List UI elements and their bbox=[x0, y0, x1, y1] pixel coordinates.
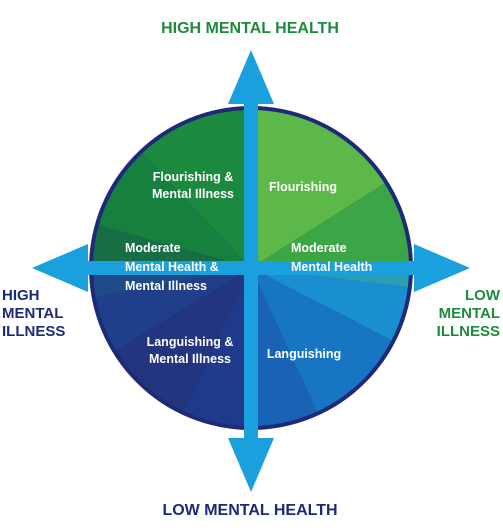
sector-lr-3 bbox=[251, 268, 409, 426]
axis-label-bottom: LOW MENTAL HEALTH bbox=[162, 502, 337, 519]
axis-label-right-line: LOW bbox=[465, 287, 501, 304]
quadrant-label-languishing-mental-illness: Languishing & Mental Illness bbox=[147, 335, 234, 366]
axis-label-right-line: MENTAL bbox=[439, 305, 500, 322]
quadrant-label-line: Languishing bbox=[267, 347, 341, 361]
sector-ul-3 bbox=[93, 220, 251, 268]
axis-label-right: LOW MENTAL ILLNESS bbox=[437, 287, 501, 340]
continuum-circle bbox=[89, 106, 413, 430]
quadrant-label-line: Moderate bbox=[125, 241, 181, 255]
axis-arrows bbox=[32, 50, 470, 492]
axis-label-top: HIGH MENTAL HEALTH bbox=[161, 20, 339, 37]
quadrant-label-flourishing-mental-illness: Flourishing & Mental Illness bbox=[152, 170, 234, 201]
axis-label-left-line: ILLNESS bbox=[2, 323, 65, 340]
quadrant-label-line: Mental Illness bbox=[149, 352, 231, 366]
quadrant-label-moderate-mental-illness: Moderate Mental Health & Mental Illness bbox=[125, 241, 219, 293]
quadrant-label-line: Mental Illness bbox=[152, 187, 234, 201]
quadrant-label-languishing: Languishing bbox=[267, 347, 341, 361]
quadrant-label-moderate: Moderate Mental Health bbox=[291, 241, 372, 274]
arrow-left-icon bbox=[32, 244, 88, 292]
arrow-down-icon bbox=[228, 438, 274, 492]
axis-label-left-line: HIGH bbox=[2, 287, 40, 304]
quadrant-label-line: Flourishing bbox=[269, 180, 337, 194]
sector-ll-2 bbox=[93, 268, 251, 360]
arrow-right-icon bbox=[414, 244, 470, 292]
axis-label-left: HIGH MENTAL ILLNESS bbox=[2, 287, 65, 340]
quadrant-label-line: Flourishing & bbox=[153, 170, 234, 184]
sector-ur-2 bbox=[251, 180, 409, 268]
axis-label-right-line: ILLNESS bbox=[437, 323, 500, 340]
axis-label-left-line: MENTAL bbox=[2, 305, 63, 322]
quadrant-label-line: Moderate bbox=[291, 241, 347, 255]
quadrant-label-line: Mental Health & bbox=[125, 260, 219, 274]
quadrant-label-line: Mental Illness bbox=[125, 279, 207, 293]
arrow-up-icon bbox=[228, 50, 274, 104]
sector-ll-4 bbox=[170, 268, 251, 426]
quadrant-label-line: Mental Health bbox=[291, 260, 372, 274]
quadrant-label-line: Languishing & bbox=[147, 335, 234, 349]
quadrant-label-flourishing: Flourishing bbox=[269, 180, 337, 194]
sector-lr-4 bbox=[251, 268, 330, 426]
